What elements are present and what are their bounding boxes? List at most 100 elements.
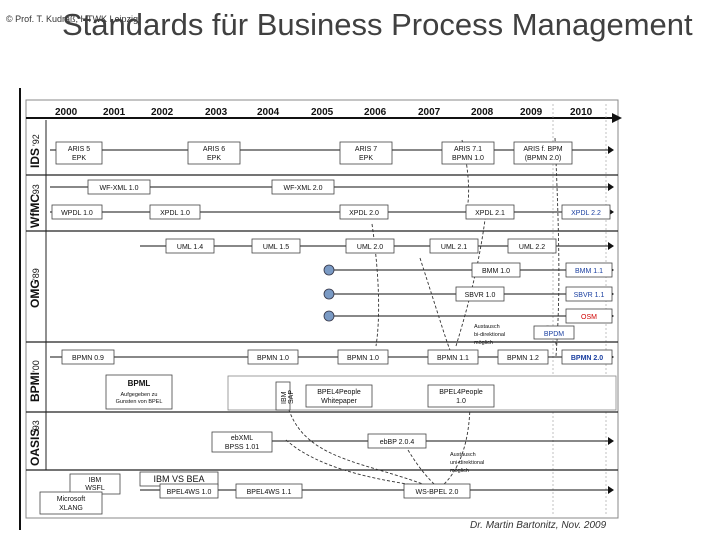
svg-text:UML 2.2: UML 2.2 bbox=[519, 244, 545, 251]
box-xpdl20 bbox=[339, 204, 389, 220]
box-aris6 bbox=[187, 141, 241, 165]
svg-text:BPEL4WS 1.0: BPEL4WS 1.0 bbox=[167, 489, 212, 496]
box-wsbpel20 bbox=[403, 483, 471, 499]
box-uml15 bbox=[251, 238, 301, 254]
box-ebbp bbox=[367, 433, 427, 449]
year-2000: 2000 bbox=[55, 107, 78, 118]
box-bpmn12 bbox=[497, 349, 549, 365]
box-arisbpm bbox=[513, 141, 573, 165]
box-aris5 bbox=[55, 141, 103, 165]
svg-text:WF-XML 2.0: WF-XML 2.0 bbox=[283, 185, 322, 192]
box-xpdl22 bbox=[561, 204, 611, 220]
box-labels: ARIS 5 EPK ARIS 6 EPK ARIS 7 EPK ARIS 7.… bbox=[57, 146, 605, 512]
org-oasis: OASIS bbox=[28, 429, 42, 466]
svg-text:1.0: 1.0 bbox=[456, 398, 466, 405]
box-xpdl10b bbox=[149, 204, 201, 220]
org-bpmi-year: '00 bbox=[31, 360, 41, 372]
svg-text:Austausch: Austausch bbox=[474, 324, 500, 330]
svg-text:EPK: EPK bbox=[72, 155, 86, 162]
box-bpmn11 bbox=[427, 349, 479, 365]
copyright-note: © Prof. T. Kudraß, HTWK Leipzig bbox=[6, 14, 139, 24]
year-2004: 2004 bbox=[257, 107, 280, 118]
svg-text:BPEL4WS 1.1: BPEL4WS 1.1 bbox=[247, 489, 292, 496]
org-labels: IDS '92 WfMC '93 OMG '89 BPMI '00 OASIS … bbox=[28, 134, 42, 466]
svg-text:XPDL 2.2: XPDL 2.2 bbox=[571, 210, 601, 217]
svg-text:IBM: IBM bbox=[89, 477, 102, 484]
box-bpel4people10 bbox=[427, 384, 495, 408]
year-2006: 2006 bbox=[364, 107, 387, 118]
svg-text:SBVR 1.0: SBVR 1.0 bbox=[465, 292, 496, 299]
year-2002: 2002 bbox=[151, 107, 174, 118]
svg-text:IBM: IBM bbox=[281, 391, 288, 404]
box-sbvr bbox=[455, 286, 505, 302]
org-bpmi: BPMI bbox=[28, 372, 42, 402]
omg-start-circles bbox=[323, 264, 335, 322]
box-xpdl21 bbox=[465, 204, 515, 220]
box-aris71 bbox=[441, 141, 495, 165]
box-bpel4people bbox=[305, 384, 373, 408]
svg-text:Austausch: Austausch bbox=[450, 452, 476, 458]
svg-text:WSFL: WSFL bbox=[85, 485, 105, 492]
svg-text:ebBP 2.0.4: ebBP 2.0.4 bbox=[380, 439, 415, 446]
box-ebxml bbox=[211, 431, 273, 453]
box-microsoft bbox=[39, 491, 103, 515]
year-labels: 2000 2001 2002 2003 2004 2005 2006 2007 … bbox=[55, 107, 593, 118]
box-bpdm bbox=[533, 325, 575, 340]
box-uml22 bbox=[507, 238, 557, 254]
box-bpmn10b bbox=[337, 349, 389, 365]
box-bpel4ws10 bbox=[159, 483, 219, 499]
svg-text:IBM VS BEA: IBM VS BEA bbox=[153, 474, 204, 484]
box-bpml bbox=[105, 374, 173, 410]
year-2001: 2001 bbox=[103, 107, 126, 118]
row-separators bbox=[26, 174, 618, 471]
box-ibmsap bbox=[275, 381, 291, 411]
box-bmm bbox=[471, 262, 521, 278]
svg-text:BPDM: BPDM bbox=[544, 331, 564, 338]
org-oasis-year: '93 bbox=[31, 420, 41, 432]
org-omg-year: '89 bbox=[31, 268, 41, 280]
box-bpel4ws11 bbox=[235, 483, 303, 499]
svg-text:UML 2.0: UML 2.0 bbox=[357, 244, 383, 251]
svg-text:BPMN 1.0: BPMN 1.0 bbox=[257, 355, 289, 362]
svg-text:SBVR 1.1: SBVR 1.1 bbox=[574, 292, 605, 299]
timeline-arrowhead bbox=[612, 113, 622, 123]
svg-text:möglich: möglich bbox=[474, 340, 493, 346]
svg-text:EPK: EPK bbox=[359, 155, 373, 162]
svg-text:EPK: EPK bbox=[207, 155, 221, 162]
box-wfxml20 bbox=[271, 179, 335, 195]
svg-text:UML 1.5: UML 1.5 bbox=[263, 244, 289, 251]
org-ids-year: '92 bbox=[31, 134, 41, 146]
box-aris7 bbox=[339, 141, 393, 165]
svg-text:BPMN 0.9: BPMN 0.9 bbox=[72, 355, 104, 362]
svg-text:ebXML: ebXML bbox=[231, 435, 253, 442]
slide-title: Standards für Business Process Managemen… bbox=[62, 7, 693, 42]
box-bpmn09 bbox=[61, 349, 115, 365]
year-2003: 2003 bbox=[205, 107, 228, 118]
box-uml14 bbox=[165, 238, 215, 254]
svg-text:ARIS 6: ARIS 6 bbox=[203, 146, 225, 153]
bpmi-lower-band bbox=[227, 375, 617, 411]
org-wfmc: WfMC bbox=[28, 194, 42, 228]
box-sbvr11 bbox=[565, 286, 613, 302]
svg-text:BPEL4People: BPEL4People bbox=[317, 389, 361, 396]
svg-text:UML 1.4: UML 1.4 bbox=[177, 244, 203, 251]
svg-text:BPML: BPML bbox=[128, 379, 151, 388]
svg-text:Whitepaper: Whitepaper bbox=[321, 398, 357, 405]
svg-text:(BPMN 2.0): (BPMN 2.0) bbox=[525, 155, 562, 162]
box-bpmn20 bbox=[561, 349, 613, 365]
year-2010: 2010 bbox=[570, 107, 593, 118]
org-omg: OMG bbox=[28, 279, 42, 308]
svg-text:ARIS 7.1: ARIS 7.1 bbox=[454, 146, 482, 153]
svg-text:bi-direktional: bi-direktional bbox=[474, 332, 505, 338]
box-uml20 bbox=[345, 238, 395, 254]
org-ids: IDS bbox=[28, 148, 42, 168]
svg-text:BPMN 1.0: BPMN 1.0 bbox=[347, 355, 379, 362]
svg-text:SAP: SAP bbox=[288, 390, 295, 404]
svg-text:ARIS 5: ARIS 5 bbox=[68, 146, 90, 153]
svg-text:WPDL 1.0: WPDL 1.0 bbox=[61, 210, 93, 217]
box-bpmn10 bbox=[247, 349, 299, 365]
exchange-annotations: Austausch bi-direktional möglich Austaus… bbox=[450, 324, 505, 474]
svg-text:OSM: OSM bbox=[581, 314, 597, 321]
svg-text:WS-BPEL 2.0: WS-BPEL 2.0 bbox=[416, 489, 459, 496]
